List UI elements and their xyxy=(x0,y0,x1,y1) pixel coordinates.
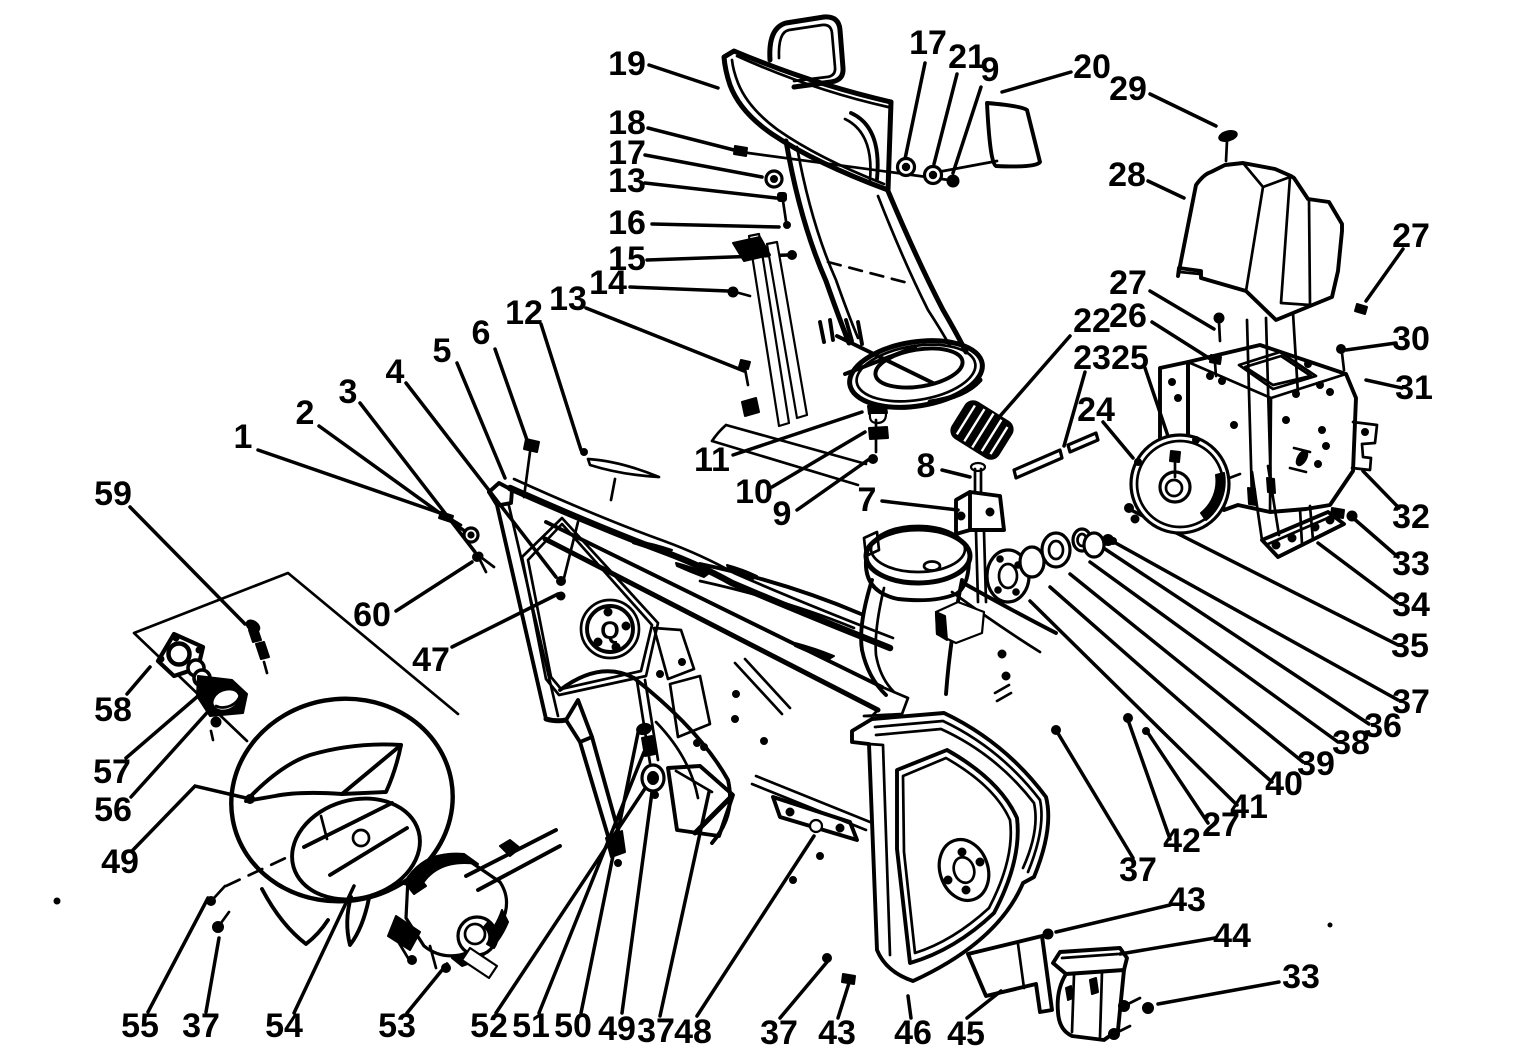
svg-text:26: 26 xyxy=(1109,297,1147,335)
svg-text:45: 45 xyxy=(947,1015,985,1053)
svg-text:1: 1 xyxy=(234,418,253,456)
svg-text:37: 37 xyxy=(1392,683,1430,721)
svg-text:56: 56 xyxy=(94,791,132,829)
svg-text:22: 22 xyxy=(1073,302,1111,340)
svg-text:50: 50 xyxy=(554,1007,592,1045)
svg-text:11: 11 xyxy=(694,441,730,479)
svg-text:27: 27 xyxy=(1109,264,1147,302)
svg-text:37: 37 xyxy=(760,1014,798,1052)
svg-text:9: 9 xyxy=(773,495,792,533)
svg-text:55: 55 xyxy=(121,1007,159,1045)
svg-text:8: 8 xyxy=(917,447,936,485)
svg-text:10: 10 xyxy=(735,473,773,511)
svg-text:9: 9 xyxy=(981,51,1000,89)
svg-text:52: 52 xyxy=(470,1007,508,1045)
svg-text:21: 21 xyxy=(948,38,986,76)
svg-text:35: 35 xyxy=(1391,627,1429,665)
svg-text:51: 51 xyxy=(512,1007,550,1045)
svg-text:43: 43 xyxy=(1168,881,1206,919)
svg-text:6: 6 xyxy=(472,314,491,352)
svg-text:33: 33 xyxy=(1282,958,1320,996)
svg-text:17: 17 xyxy=(909,24,947,62)
svg-text:Q: Q xyxy=(600,617,619,645)
svg-text:16: 16 xyxy=(608,204,646,242)
svg-text:46: 46 xyxy=(894,1014,932,1052)
svg-text:18: 18 xyxy=(608,104,646,142)
svg-text:14: 14 xyxy=(589,264,627,302)
svg-text:36: 36 xyxy=(1364,707,1402,745)
svg-text:54: 54 xyxy=(265,1007,303,1045)
svg-text:5: 5 xyxy=(433,332,452,370)
svg-text:42: 42 xyxy=(1163,822,1201,860)
svg-text:37: 37 xyxy=(1119,851,1157,889)
svg-text:59: 59 xyxy=(94,475,132,513)
svg-text:7: 7 xyxy=(858,481,877,519)
svg-text:27: 27 xyxy=(1392,217,1430,255)
svg-text:47: 47 xyxy=(412,641,450,679)
svg-text:44: 44 xyxy=(1213,917,1251,955)
svg-text:13: 13 xyxy=(608,162,646,200)
svg-text:29: 29 xyxy=(1109,70,1147,108)
svg-text:37: 37 xyxy=(182,1007,220,1045)
svg-text:48: 48 xyxy=(674,1013,712,1051)
svg-text:4: 4 xyxy=(386,353,405,391)
svg-text:3: 3 xyxy=(339,373,358,411)
svg-text:57: 57 xyxy=(93,753,131,791)
svg-text:25: 25 xyxy=(1111,339,1149,377)
svg-text:43: 43 xyxy=(818,1014,856,1052)
svg-text:23: 23 xyxy=(1073,339,1111,377)
svg-text:2: 2 xyxy=(296,394,315,432)
svg-text:30: 30 xyxy=(1392,320,1430,358)
svg-text:37: 37 xyxy=(637,1012,675,1050)
svg-text:27: 27 xyxy=(1202,806,1240,844)
svg-text:28: 28 xyxy=(1108,156,1146,194)
svg-text:33: 33 xyxy=(1392,545,1430,583)
svg-text:32: 32 xyxy=(1392,498,1430,536)
svg-text:24: 24 xyxy=(1077,391,1115,429)
svg-text:34: 34 xyxy=(1392,586,1430,624)
svg-text:19: 19 xyxy=(608,45,646,83)
svg-text:39: 39 xyxy=(1297,745,1335,783)
svg-text:17: 17 xyxy=(608,134,646,172)
svg-text:38: 38 xyxy=(1332,724,1370,762)
svg-text:49: 49 xyxy=(101,843,139,881)
svg-text:58: 58 xyxy=(94,691,132,729)
svg-text:40: 40 xyxy=(1265,765,1303,803)
svg-text:49: 49 xyxy=(598,1010,636,1048)
svg-text:31: 31 xyxy=(1395,369,1433,407)
svg-text:53: 53 xyxy=(378,1007,416,1045)
svg-text:12: 12 xyxy=(505,294,543,332)
svg-text:41: 41 xyxy=(1230,788,1268,826)
svg-text:15: 15 xyxy=(608,240,646,278)
svg-text:20: 20 xyxy=(1073,48,1111,86)
svg-text:13: 13 xyxy=(549,280,587,318)
svg-text:60: 60 xyxy=(353,596,391,634)
